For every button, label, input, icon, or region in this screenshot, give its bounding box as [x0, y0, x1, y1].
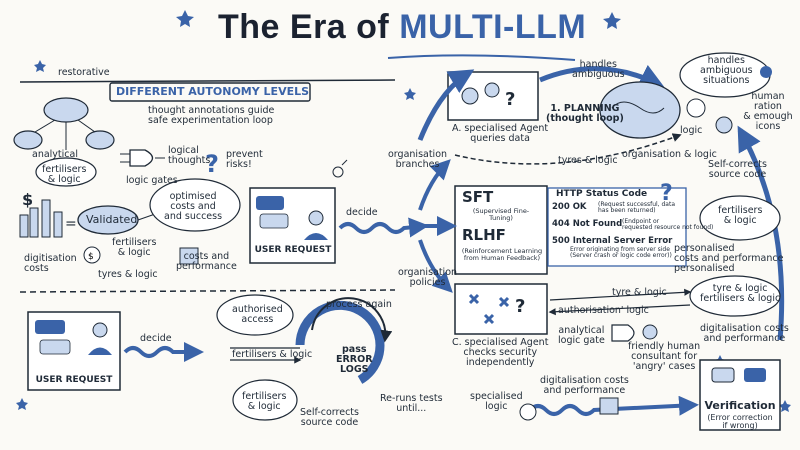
- logic-gate-icon: [129, 149, 154, 167]
- fertilisers-logic-right: fertilisers & logic: [718, 205, 763, 226]
- autonomy-heading: DIFFERENT AUTONOMY LEVELS: [116, 85, 310, 98]
- digitisation-label: digitisation costs: [24, 253, 77, 274]
- error-logs-label: pass ERROR LOGS: [336, 344, 373, 375]
- brain-icon: [599, 81, 681, 139]
- digitalisation-costs-label-2: digitalisation costs and performance: [540, 375, 629, 396]
- decide-bottom-label: decide: [140, 333, 172, 344]
- authorised-access-label: authorised access: [232, 304, 283, 325]
- specialised-logic-label: specialised logic: [470, 391, 523, 412]
- authorisation-logic-label: authorisation' logic: [558, 305, 649, 316]
- http-code-404: 404 Not Found: [552, 219, 623, 229]
- optimised-label: optimised costs and and success: [164, 191, 223, 222]
- svg-text:=: =: [65, 216, 77, 232]
- organisation-logic-label: organisation & logic: [622, 149, 717, 160]
- human-ration-label: human ration & emough icons: [743, 91, 793, 132]
- organisation-policies-label: organisation policies: [398, 267, 458, 288]
- http-desc-200: (Request successful, data has been retur…: [598, 201, 676, 215]
- thought-note: thought annotations guide safe experimen…: [148, 105, 275, 126]
- rlhf-sub-label: (Reinforcement Learning from Human Feedb…: [461, 247, 543, 262]
- digitalisation-costs-label-1: digitalisation costs and performance: [700, 323, 789, 344]
- analytical-gate-label: analytical logic gate: [558, 325, 605, 346]
- rlhf-label: RLHF: [462, 226, 506, 244]
- logic-gates-label: logic gates: [126, 175, 178, 186]
- process-again-label: process again: [326, 299, 392, 310]
- costs-performance-label: costs and performance: [176, 251, 237, 272]
- analytical-label: analytical: [32, 149, 78, 160]
- fertilisers-logic-bottom: fertilisers & logic: [232, 349, 313, 360]
- organisation-branches-label: organisation branches: [388, 149, 448, 170]
- svg-text:?: ?: [660, 181, 673, 206]
- self-corrects-bottom: Self-corrects source code: [300, 407, 359, 428]
- logic-label: logic: [680, 125, 703, 136]
- decide-label: decide: [346, 207, 378, 218]
- tyre-logic-cloud: tyre & logic fertilisers & logic: [700, 283, 781, 304]
- http-desc-500: Error originating from server side (Serv…: [570, 246, 672, 260]
- restorative-label: restorative: [58, 67, 110, 78]
- http-title: HTTP Status Code: [556, 189, 648, 199]
- logical-thoughts-label: logical thoughts: [168, 145, 211, 166]
- http-code-200: 200 OK: [552, 202, 587, 212]
- self-corrects-right: Self-corrects source code: [708, 159, 767, 180]
- coins-icon: [19, 199, 63, 238]
- sft-sub-label: (Supervised Fine- Tuning): [472, 207, 530, 222]
- http-code-500: 500 Internal Server Error: [552, 236, 673, 246]
- svg-text:$: $: [22, 190, 33, 209]
- fertilisers-logic-label: fertilisers & logic: [42, 164, 87, 185]
- fertilisers-logic-2-label: fertilisers & logic: [112, 237, 157, 258]
- svg-text:?: ?: [205, 150, 219, 178]
- personalised-label: personalised costs and performance perso…: [674, 243, 784, 274]
- sft-label: SFT: [462, 188, 494, 206]
- svg-text:?: ?: [505, 89, 515, 110]
- tyres-logic-right-label: tyres & logic: [558, 155, 618, 166]
- svg-text:$: $: [88, 252, 94, 262]
- http-desc-404: (Endpoint or requested resource not foun…: [622, 218, 714, 232]
- tyre-logic-label: tyre & logic: [612, 287, 667, 298]
- svg-text:?: ?: [515, 296, 525, 317]
- prevent-risks-label: prevent risks!: [226, 149, 263, 170]
- verification-sub-label: (Error correction if wrong): [707, 413, 773, 431]
- validated-label: Validated: [86, 213, 138, 226]
- page-title: The Era of MULTI-LLM: [218, 8, 587, 46]
- handles-ambiguous-label: handles ambiguous: [572, 59, 625, 80]
- reruns-label: Re-runs tests until...: [380, 393, 443, 414]
- agent-a-label: A. specialised Agent queries data: [452, 123, 549, 144]
- handles-ambiguous-situations-label: handles ambiguous situations: [700, 55, 753, 86]
- user-request-label: USER REQUEST: [254, 245, 332, 255]
- user-request-bottom-label: USER REQUEST: [35, 375, 113, 385]
- planning-label: 1. PLANNING (thought loop): [546, 103, 624, 124]
- tyres-logic-label: tyres & logic: [98, 269, 158, 280]
- verification-label: Verification: [704, 399, 776, 412]
- agent-c-label: C. specialised Agent checks security ind…: [452, 337, 549, 368]
- friendly-human-label: friendly human consultant for 'angry' ca…: [628, 341, 701, 372]
- fertilisers-logic-cloud: fertilisers & logic: [242, 391, 287, 412]
